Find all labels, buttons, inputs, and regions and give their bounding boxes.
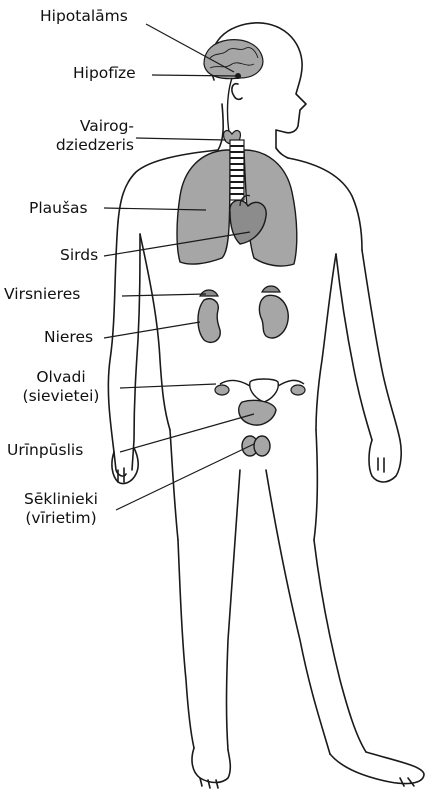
label-virsnieres: Virsnieres xyxy=(4,285,80,304)
label-nieres: Nieres xyxy=(44,328,93,347)
label-olvadi-line2: (sievietei) xyxy=(8,387,114,406)
toe-right-1 xyxy=(408,778,414,786)
bladder xyxy=(239,400,276,425)
label-olvadi-line1: Olvadi xyxy=(8,368,114,387)
arm-right-outer xyxy=(362,250,400,440)
leader-vairog xyxy=(136,138,226,140)
torso-right xyxy=(316,254,336,430)
arm-left-outer xyxy=(108,222,126,476)
hip-right xyxy=(314,430,317,540)
hand-right xyxy=(369,440,401,482)
brain xyxy=(204,40,263,79)
ear xyxy=(232,84,242,100)
label-vairogdziedzeris: Vairog- dziedzeris xyxy=(10,117,134,155)
leg-left-outer xyxy=(178,540,194,748)
label-seklinieki-line2: (vīrietim) xyxy=(8,509,114,528)
leader-urinpuslis xyxy=(120,414,254,452)
label-hipofize: Hipofīze xyxy=(73,64,136,83)
trachea xyxy=(230,140,244,200)
toe-left-3 xyxy=(216,780,218,788)
neck-right xyxy=(276,148,288,158)
label-urinpuslis: Urīnpūslis xyxy=(7,441,83,460)
leader-lines xyxy=(104,24,254,510)
leader-nieres xyxy=(104,322,200,338)
label-olvadi: Olvadi (sievietei) xyxy=(8,368,114,406)
label-seklinieki: Sēklinieki (vīrietim) xyxy=(8,490,114,528)
leg-left-inner xyxy=(227,470,241,750)
shoulder-right xyxy=(288,158,362,250)
neck-left xyxy=(218,104,223,150)
kidney-left xyxy=(198,299,220,343)
leg-right-outer xyxy=(314,540,366,752)
uterus xyxy=(250,379,279,402)
label-vairog-line2: dziedzeris xyxy=(10,136,134,155)
label-sirds: Sirds xyxy=(60,246,98,265)
toe-right-2 xyxy=(400,778,404,786)
foot-left xyxy=(192,748,230,783)
arm-left-inner xyxy=(132,234,140,470)
testes xyxy=(242,436,270,456)
adrenal-left xyxy=(200,290,218,296)
hip-left xyxy=(170,430,178,540)
foot-right xyxy=(330,752,424,784)
lung-left xyxy=(177,150,230,264)
kidney-right xyxy=(259,295,288,338)
label-plausas: Plaušas xyxy=(29,199,88,218)
ovary-right xyxy=(291,385,305,395)
ovary-left xyxy=(215,385,229,395)
label-vairog-line1: Vairog- xyxy=(10,117,134,136)
label-hipotalams: Hipotalāms xyxy=(40,7,128,26)
leader-olvadi xyxy=(120,384,216,388)
leg-right-inner xyxy=(266,470,330,754)
leader-virsnieres xyxy=(122,294,206,296)
label-seklinieki-line1: Sēklinieki xyxy=(8,490,114,509)
adrenal-right xyxy=(262,286,280,292)
torso-left xyxy=(140,234,170,430)
